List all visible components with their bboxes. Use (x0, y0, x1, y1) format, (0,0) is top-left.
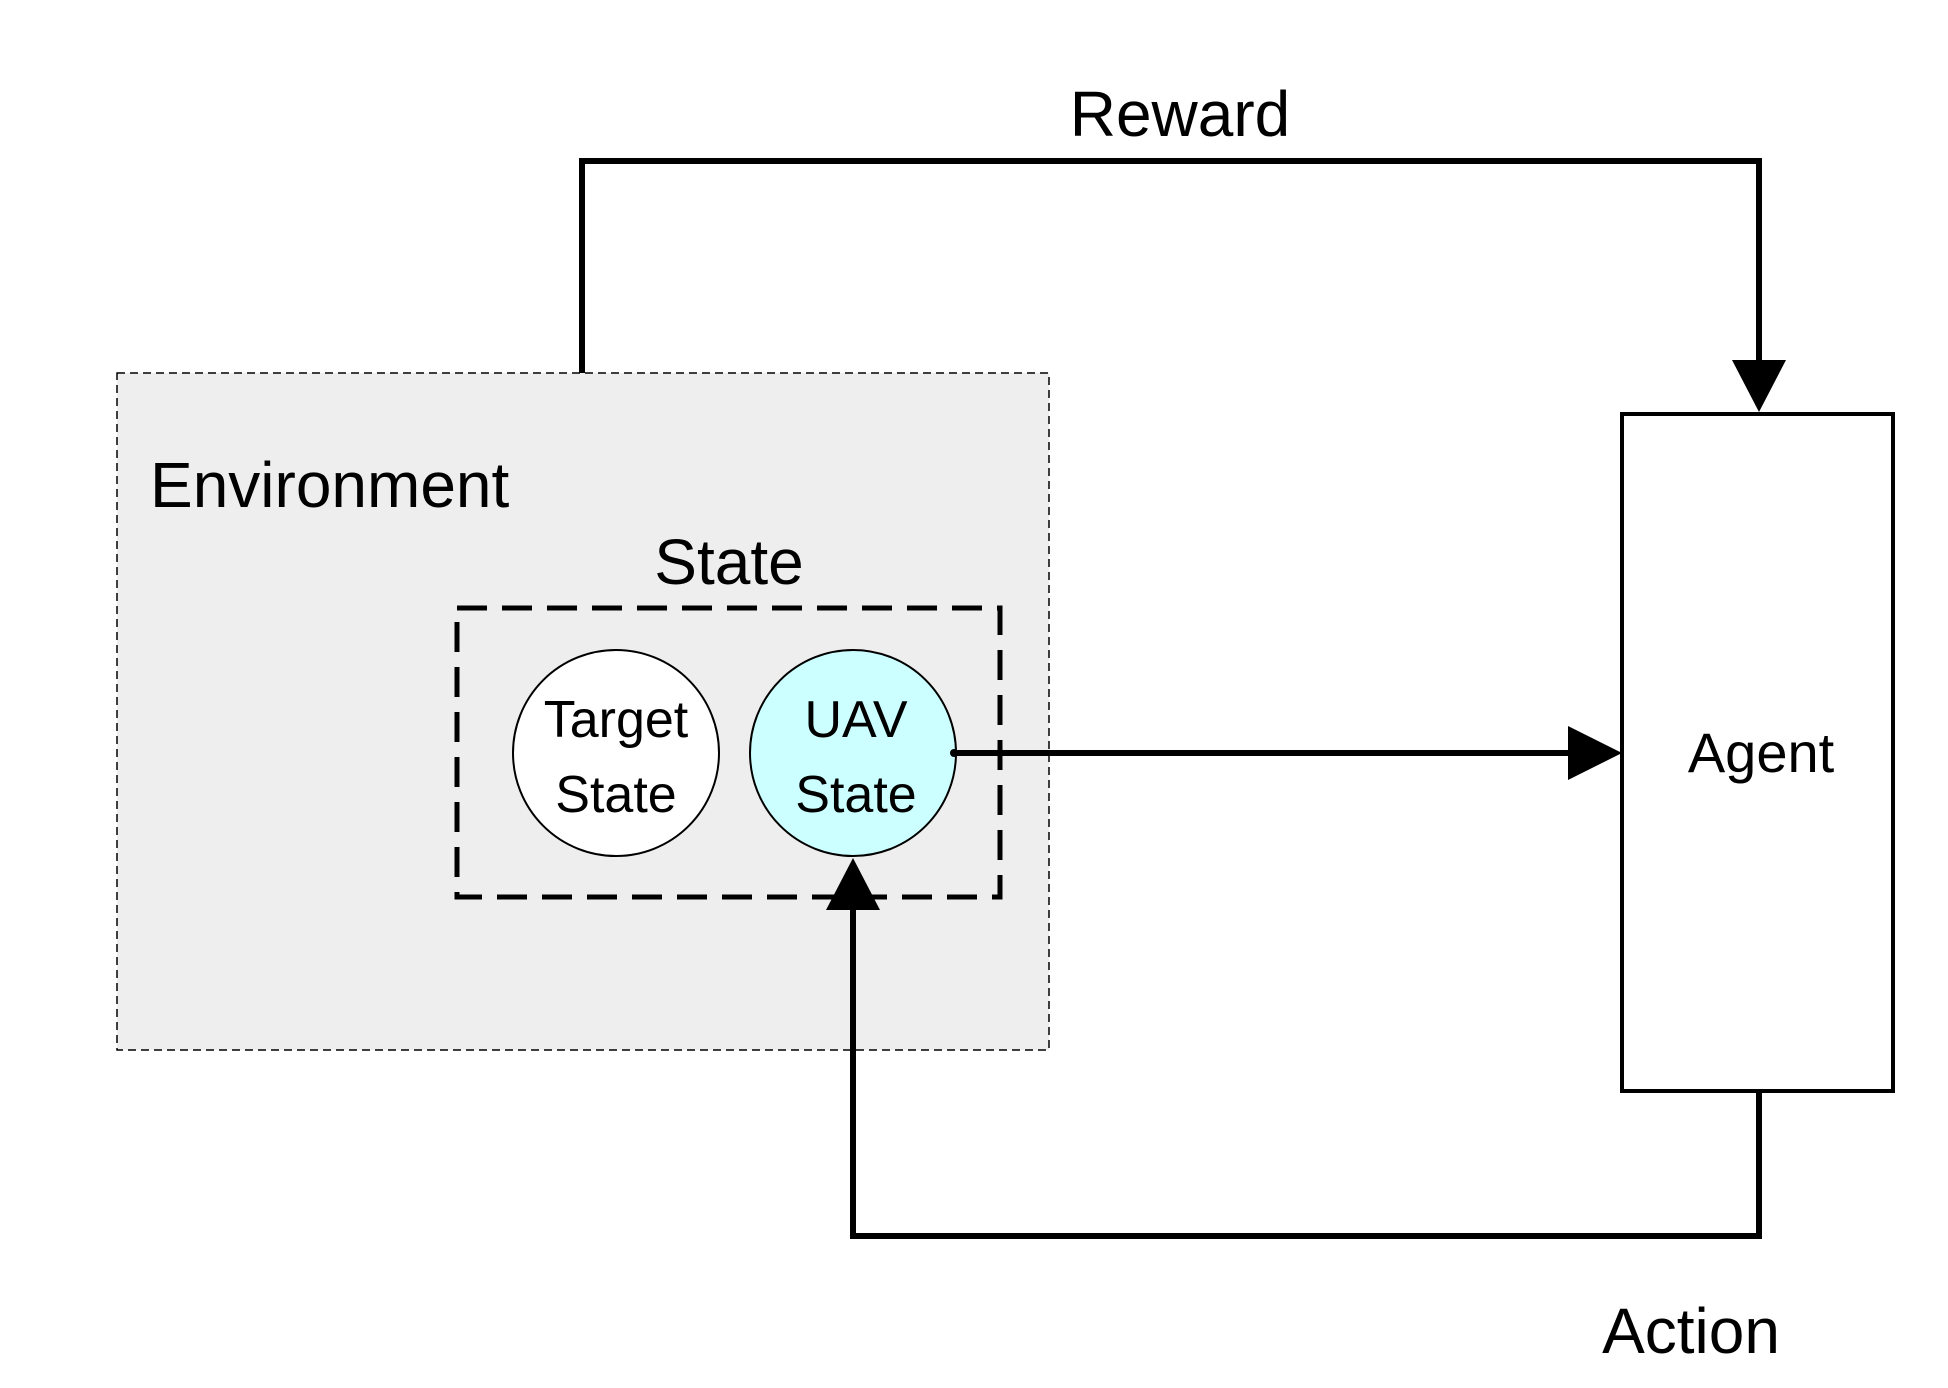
action-arrow (850, 906, 1762, 1239)
uav-state-label-line1: UAV (804, 691, 907, 749)
reward-arrowhead (1732, 360, 1786, 412)
action-arrowhead (826, 858, 880, 910)
action-label: Action (1602, 1295, 1780, 1367)
agent-box (1620, 412, 1895, 1093)
environment-label: Environment (150, 449, 510, 521)
state-arrow-start-dot (950, 749, 958, 757)
agent-label: Agent (1688, 721, 1835, 784)
reward-label: Reward (1070, 78, 1291, 150)
state-arrowhead (1568, 726, 1622, 780)
uav-state-label-line2: State (795, 766, 916, 824)
state-label: State (654, 526, 803, 598)
uav-state-circle (749, 649, 957, 857)
target-state-label-line1: Target (544, 691, 689, 749)
target-state-label-line2: State (555, 766, 676, 824)
reward-arrow (579, 158, 1762, 373)
target-state-circle (512, 649, 720, 857)
